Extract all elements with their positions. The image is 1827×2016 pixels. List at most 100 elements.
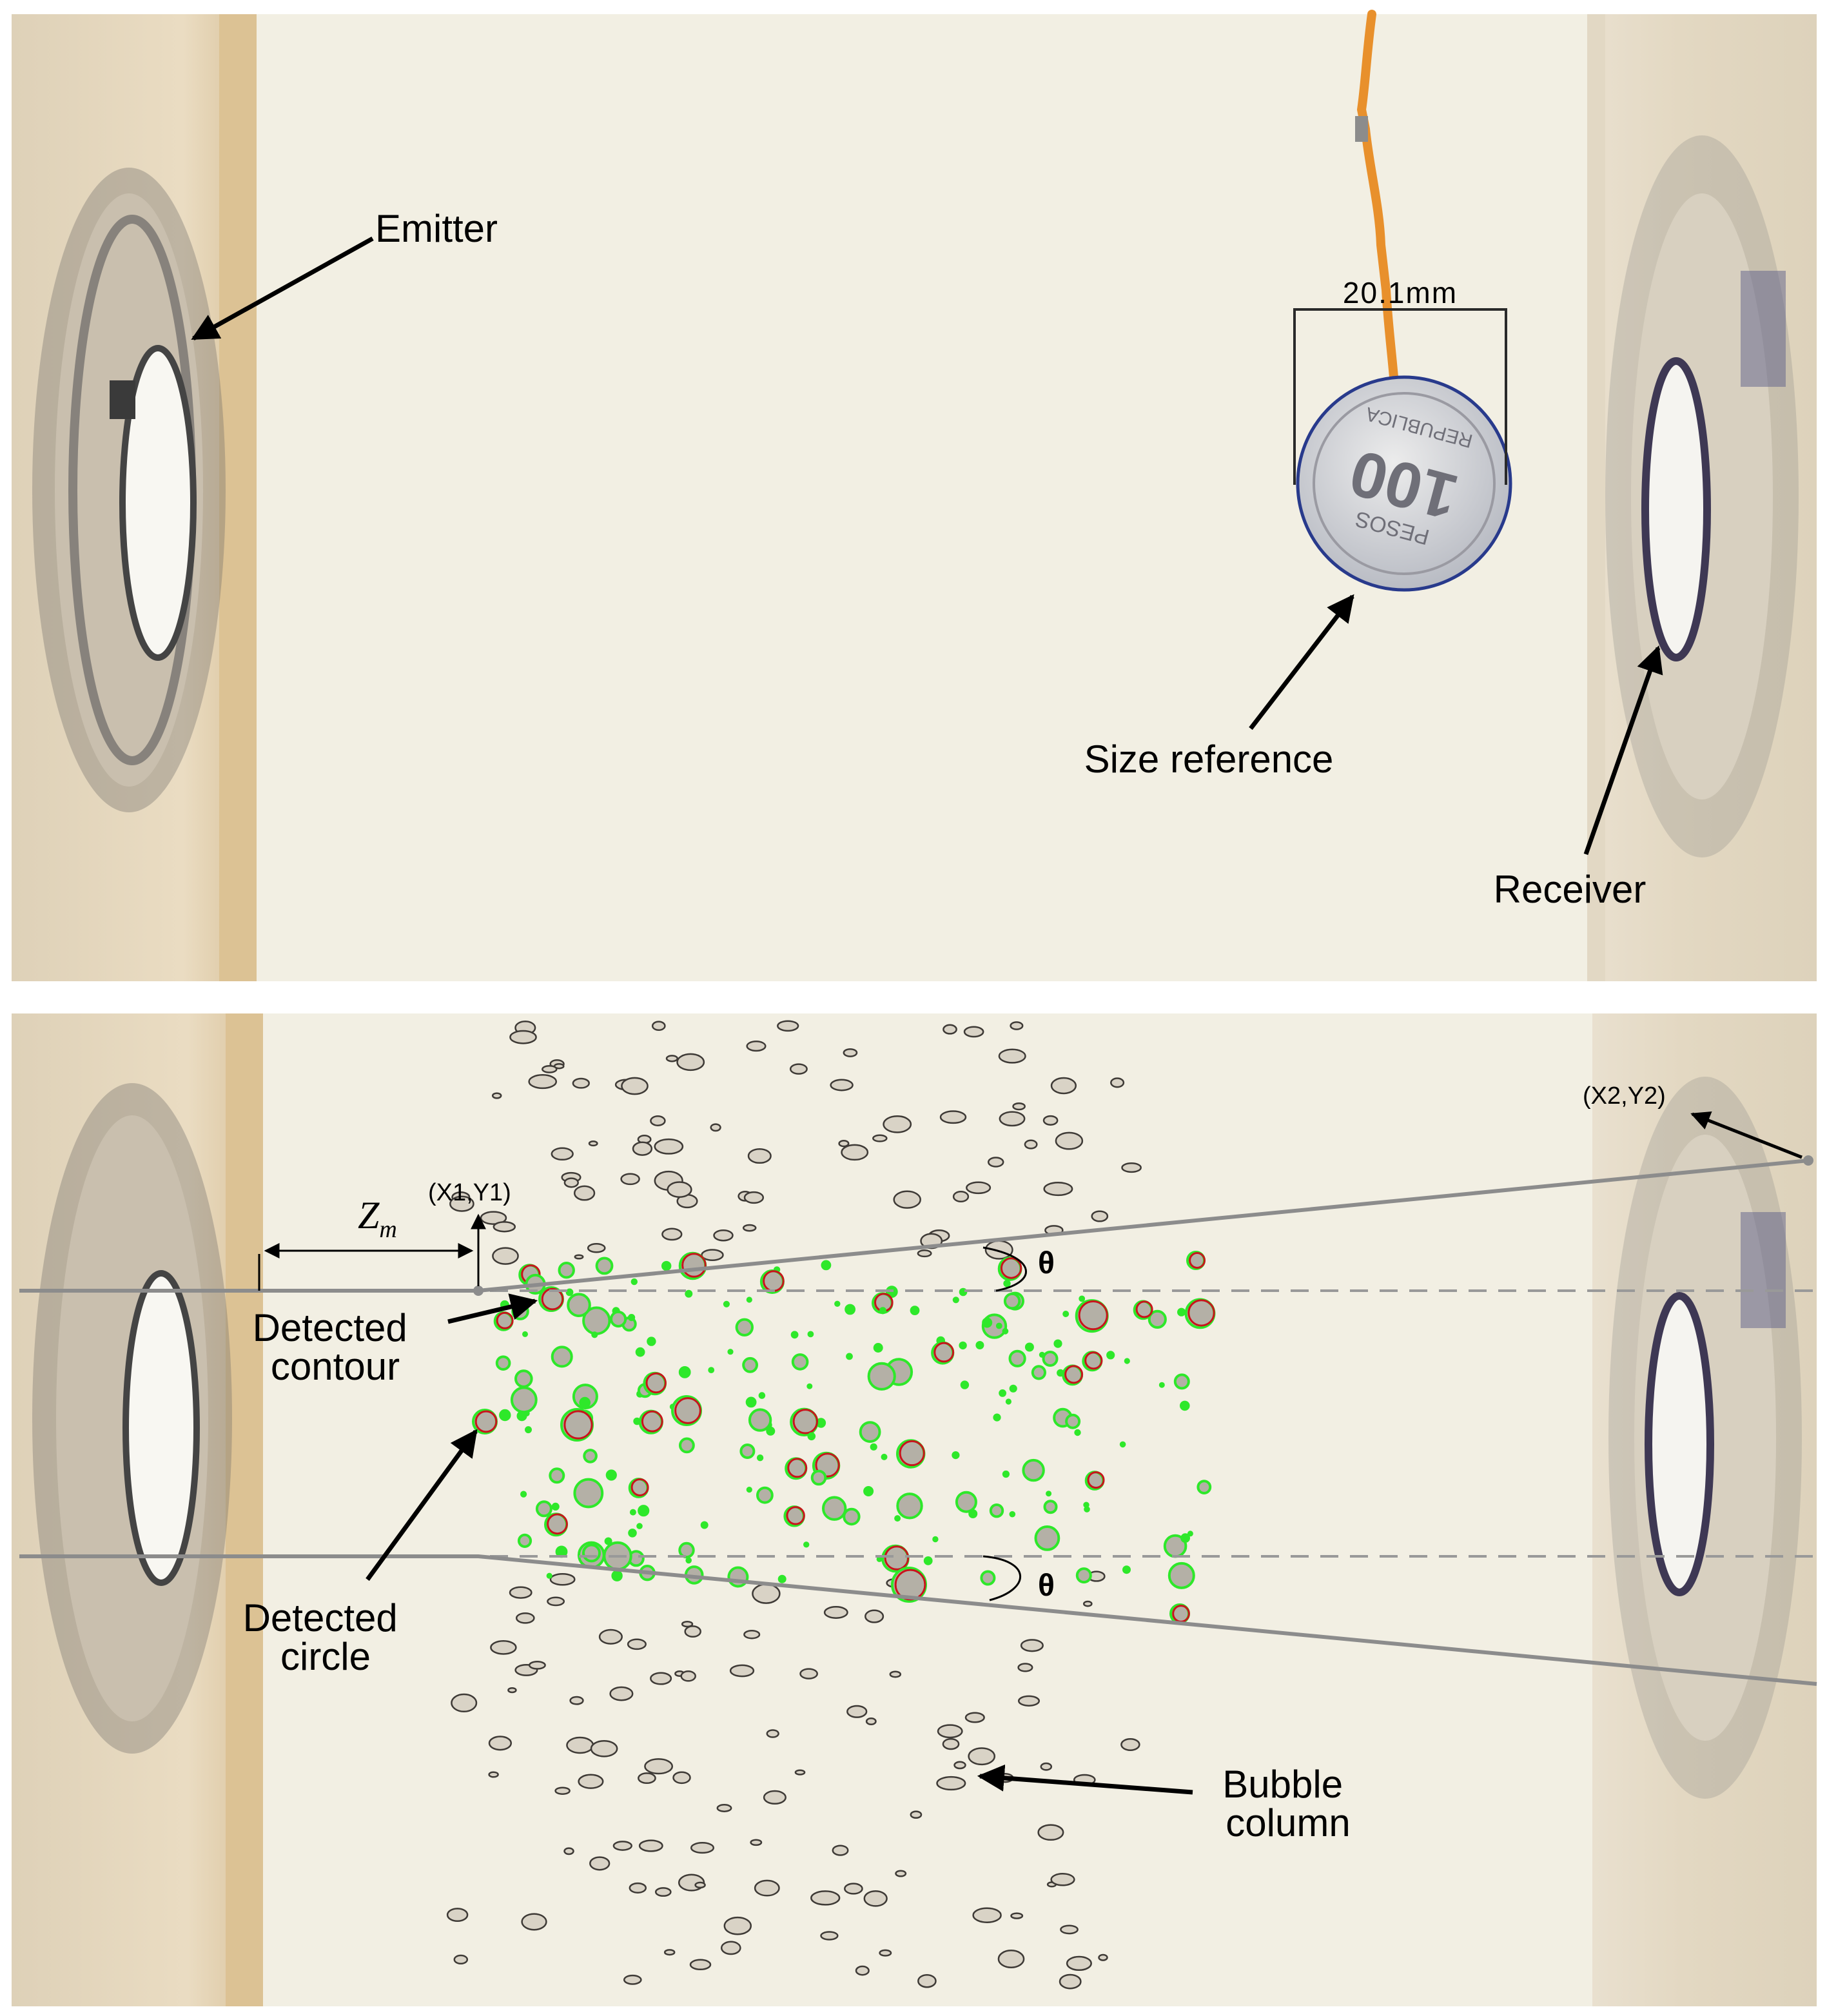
bubble [746,1041,767,1052]
detected-contour [1002,1327,1009,1335]
bubble [1010,1021,1024,1030]
bubble [492,1247,519,1265]
bubble [963,1026,984,1038]
detected-contour [1009,1384,1017,1393]
detected-contour [843,1507,861,1526]
detected-circle [630,1478,649,1496]
detected-contour [1003,1280,1011,1287]
size-reference-arrow [1249,594,1354,730]
bubble [569,1696,584,1705]
detected-circle [884,1545,910,1571]
detected-contour [923,1556,933,1565]
detected-contour [745,1396,757,1408]
bubble [446,1908,469,1923]
bubble [612,1841,632,1851]
bubble [590,1739,618,1757]
bubble-column [446,1020,1216,1990]
bubble [889,1670,902,1678]
bubble [872,1134,888,1142]
coin-cable [1356,10,1398,382]
detected-contour [1180,1533,1190,1543]
lower-theta-arc [982,1555,1021,1601]
bubble [654,1138,684,1155]
detected-contour [863,1486,874,1496]
detected-contour [565,1288,574,1297]
detected-contour [810,1469,827,1486]
detected-contour [807,1432,816,1441]
lower-theta-label: θ [1038,1569,1055,1603]
bubble [623,1974,642,1985]
detected-contour [834,1300,841,1307]
bubble [1042,1115,1059,1126]
lower-beam-edge [19,1554,1817,1686]
bubble [723,1916,752,1935]
bubble [1012,1102,1026,1111]
detected-contour [678,1541,695,1559]
bubble [729,1664,755,1678]
detected-contour [551,1346,573,1368]
bubble [742,1224,757,1232]
detected-contour [1009,1511,1016,1518]
bubble [563,1177,579,1188]
receiver-transducer-bottom [1645,1292,1714,1596]
receiver-transducer [1641,357,1711,661]
detected-contour [735,1318,754,1337]
detected-contour [700,1521,708,1529]
bubble [509,1030,537,1044]
bubble [855,1965,870,1976]
bubble [754,1879,780,1897]
detected-contour [546,1572,552,1579]
detected-circle [541,1287,564,1311]
bubble [716,1804,732,1812]
bubble [997,1950,1025,1968]
detected-contour [723,1300,730,1307]
detected-contour [806,1383,813,1389]
detected-circle [815,1453,840,1478]
detected-contour [822,1496,847,1521]
detected-contour [1119,1441,1126,1448]
x2y2-arrow [1690,1111,1803,1159]
bubble [1043,1182,1073,1197]
bubble [667,1181,692,1198]
detected-contour [514,1369,533,1388]
bubble [863,1890,888,1907]
upper-theta-label: θ [1038,1246,1055,1280]
detected-contour [678,1366,691,1378]
detected-contour [1057,1369,1064,1377]
detected-contour [685,1557,692,1564]
bubble [966,1181,992,1195]
emitter-label: Emitter [375,207,498,250]
detected-contour [999,1389,1006,1397]
detected-contour [611,1570,623,1581]
bubble [810,1890,841,1906]
bubble [490,1640,517,1655]
detected-contour [870,1443,877,1451]
detected-contour [756,1454,764,1462]
bubble [521,1913,547,1931]
detected-circle [674,1397,701,1424]
detected-contour [636,1523,643,1529]
bubble [515,1612,535,1624]
bubble [449,1195,474,1212]
detected-contour [1180,1400,1190,1411]
detected-contour [1148,1309,1167,1329]
bubble [846,1705,868,1718]
detected-contour [708,1367,715,1374]
bubble [984,1240,1013,1260]
detected-contour [1122,1565,1131,1574]
bubble [917,1973,937,1988]
detected-contour-arrow [447,1293,538,1324]
detected-contour [989,1503,1004,1518]
bubble [621,1077,649,1095]
detected-contour [628,1314,636,1322]
detected-contour [982,1317,993,1328]
bubble [554,1786,571,1795]
detected-contour [995,1322,1002,1329]
detected-circle [1064,1365,1084,1384]
bubble [844,1883,863,1895]
bubble [1024,1139,1038,1150]
detected-contour [1039,1351,1046,1358]
detected-contour [1083,1502,1089,1508]
bubble [574,1254,584,1260]
